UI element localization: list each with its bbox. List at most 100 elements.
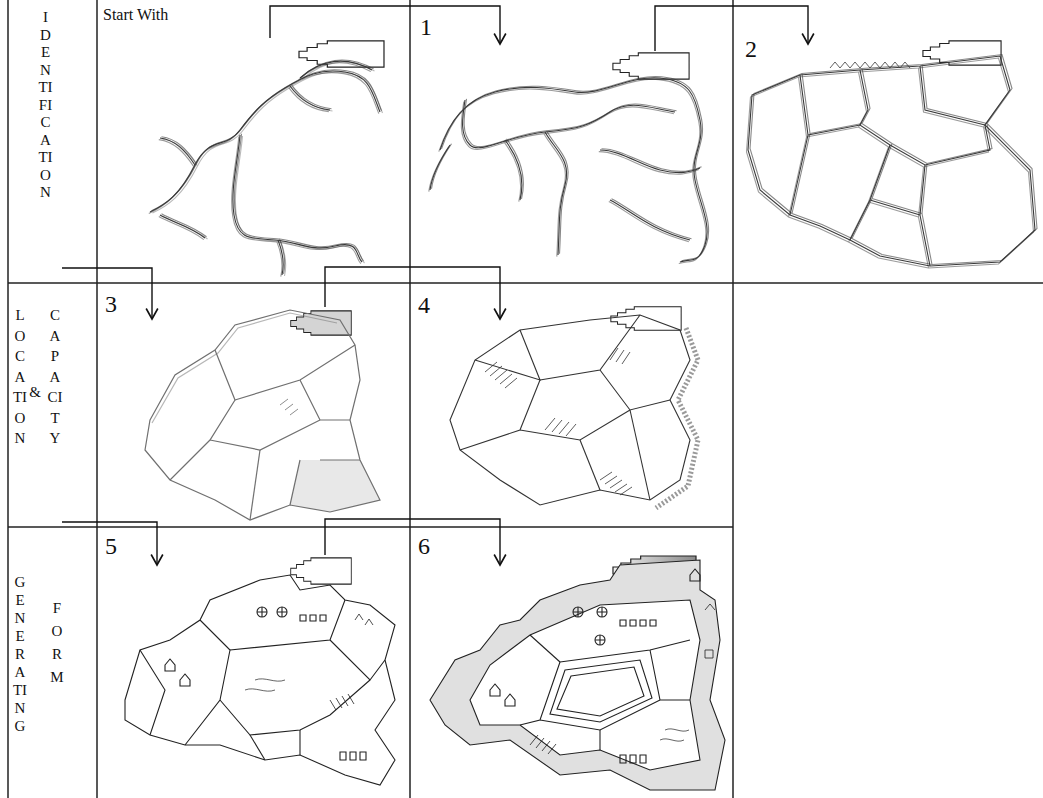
sketch-five	[300, 615, 326, 621]
sketch-six	[557, 667, 644, 716]
stage-title: LOCATION	[13, 305, 28, 449]
sketch-three	[250, 450, 260, 520]
sketch-two	[808, 125, 890, 145]
sketch-three	[290, 460, 300, 505]
sketch-five	[277, 607, 287, 617]
sketch-four	[450, 315, 690, 505]
sketch-five	[277, 607, 287, 617]
sketch-two	[750, 55, 1037, 265]
sketch-four	[460, 380, 540, 450]
sketch-one	[429, 77, 709, 264]
sketch-four	[450, 315, 698, 508]
building-icon	[613, 53, 689, 79]
sketch-three	[300, 380, 350, 420]
sketch-six	[530, 635, 560, 662]
sketch-four	[580, 440, 600, 490]
stage-title: IDENTIFICATION	[38, 9, 53, 202]
sketch-six	[595, 635, 605, 645]
sketch-five	[125, 575, 395, 785]
sketch-one	[429, 79, 706, 263]
sketch-five	[125, 575, 395, 785]
sketch-three	[235, 345, 355, 400]
sketch-three	[280, 399, 298, 415]
table-grid	[7, 0, 9, 798]
sketch-five	[250, 735, 265, 760]
flow-arrow	[62, 522, 157, 565]
sketch-one	[432, 77, 709, 261]
table-grid	[409, 0, 411, 798]
sketch-two	[890, 125, 990, 165]
sketch-six	[597, 607, 607, 617]
building-icon	[923, 41, 1001, 65]
sketch-two	[920, 66, 985, 125]
sketch-three	[145, 310, 380, 520]
sketch-five	[185, 620, 230, 745]
sketch-six	[520, 662, 560, 725]
sketch-three	[145, 310, 380, 520]
table-grid	[8, 0, 1043, 798]
sketch-start	[149, 60, 383, 277]
step-number: 6	[418, 533, 430, 559]
sketch-three	[152, 313, 337, 423]
step-cell: 1	[410, 0, 733, 283]
sketch-six	[490, 569, 715, 763]
step-cell: 2	[733, 0, 1043, 283]
table-grid	[96, 0, 98, 798]
flow-arrow	[62, 268, 152, 319]
sketch-five	[340, 752, 366, 760]
step-number: 1	[420, 14, 432, 40]
stage-title: GENERATING	[13, 573, 28, 735]
sketch-four	[656, 328, 698, 508]
sketch-three	[250, 460, 380, 520]
step-number: 2	[745, 36, 757, 62]
sketch-six	[620, 620, 656, 626]
sketch-six	[470, 600, 700, 770]
sketch-five	[220, 680, 370, 735]
sketch-four	[600, 370, 670, 410]
sketch-four	[600, 472, 632, 495]
sketch-four	[475, 330, 540, 380]
table-grid	[8, 282, 1043, 284]
sketch-five	[299, 730, 300, 755]
sketch-four	[545, 418, 576, 436]
sketch-six	[573, 607, 583, 617]
flow-arrow	[325, 519, 500, 565]
sketch-six	[650, 650, 690, 700]
sketch-six	[620, 755, 646, 763]
sketch-two	[747, 58, 1034, 268]
sketch-six	[530, 735, 556, 754]
sketch-six	[560, 640, 690, 662]
sketch-three	[320, 459, 360, 460]
sketch-six	[660, 729, 689, 741]
sketch-six	[430, 560, 725, 790]
building-icon	[291, 558, 352, 584]
sketch-start	[149, 63, 379, 277]
sketch-six	[430, 560, 725, 790]
sketch-two	[830, 62, 910, 68]
sketch-five	[257, 607, 267, 617]
sketch-six	[573, 607, 583, 617]
sketch-start	[153, 62, 383, 276]
sketch-five	[140, 650, 165, 735]
sketch-five	[257, 607, 267, 617]
sketch-three	[170, 350, 235, 480]
step-cell: 5	[97, 527, 410, 798]
sketch-start	[150, 71, 380, 212]
step-number: 3	[105, 291, 117, 317]
step-cell: Start With	[97, 0, 410, 283]
step-number: 4	[418, 292, 430, 318]
sketch-one	[610, 200, 690, 240]
stage-header: GENERATINGFORM	[8, 527, 97, 798]
step-cell: 3	[97, 283, 410, 527]
sketch-four	[610, 348, 630, 364]
building-icon	[291, 41, 1001, 584]
sketch-six	[490, 684, 515, 706]
sketch-five	[330, 694, 354, 710]
sketch-three	[210, 420, 320, 450]
table-grid	[732, 0, 734, 798]
sketch-four	[630, 410, 650, 500]
stage-title: &	[28, 383, 43, 401]
sketch-start	[152, 60, 382, 274]
step-number: Start With	[103, 6, 168, 24]
